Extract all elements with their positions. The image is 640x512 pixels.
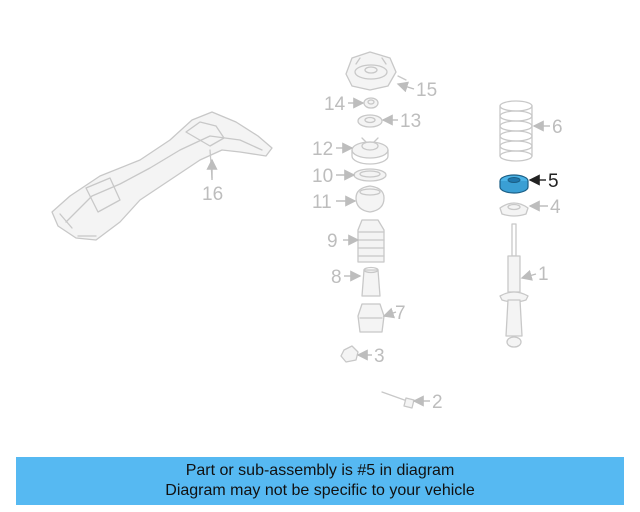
svg-text:10: 10 <box>312 166 333 187</box>
callout-10: 10 <box>312 166 356 187</box>
callout-11: 11 <box>312 192 357 213</box>
part-8-bump-stop <box>361 266 381 297</box>
svg-text:2: 2 <box>432 392 443 413</box>
svg-text:11: 11 <box>312 192 332 213</box>
part-12-bearing <box>351 137 389 165</box>
callout-4: 4 <box>528 197 561 218</box>
svg-text:12: 12 <box>312 139 333 160</box>
svg-text:4: 4 <box>550 197 561 218</box>
svg-text:6: 6 <box>552 117 563 138</box>
svg-text:1: 1 <box>538 264 549 285</box>
part-6-coil-spring <box>499 100 533 162</box>
part-11-insulator <box>355 185 385 213</box>
svg-text:9: 9 <box>327 231 338 252</box>
callout-5: 5 <box>528 171 559 192</box>
callout-16: 16 <box>202 158 223 205</box>
parts-diagram: 1 2 3 4 5 6 7 8 9 10 11 12 <box>51 51 563 413</box>
part-1-strut <box>499 223 529 348</box>
callout-9: 9 <box>327 231 360 252</box>
part-10-seat-ring <box>353 168 387 182</box>
banner-line-1: Part or sub-assembly is #5 in diagram <box>185 462 455 479</box>
callout-3: 3 <box>356 346 385 367</box>
callout-13: 13 <box>381 111 421 132</box>
part-13-washer <box>357 114 383 128</box>
callout-14: 14 <box>324 94 365 115</box>
part-3-nut <box>340 345 359 363</box>
svg-text:15: 15 <box>416 80 437 101</box>
svg-text:13: 13 <box>400 111 421 132</box>
callout-1: 1 <box>520 264 549 285</box>
callout-2: 2 <box>412 392 443 413</box>
part-7-bushing <box>357 303 385 333</box>
part-14-nut <box>363 97 379 109</box>
part-5-spring-seat-highlighted <box>499 174 529 194</box>
svg-text:3: 3 <box>374 346 385 367</box>
callout-15: 15 <box>396 80 437 101</box>
part-16-crossmember <box>51 111 273 241</box>
callout-6: 6 <box>532 117 563 138</box>
info-banner: Part or sub-assembly is #5 in diagram Di… <box>16 457 624 505</box>
svg-text:14: 14 <box>324 94 346 115</box>
callout-12: 12 <box>312 139 354 160</box>
svg-text:16: 16 <box>202 184 223 205</box>
part-4-lower-seat <box>499 202 529 217</box>
callout-8: 8 <box>331 267 362 288</box>
svg-text:7: 7 <box>395 303 406 324</box>
svg-text:8: 8 <box>331 267 342 288</box>
callout-7: 7 <box>382 303 406 324</box>
banner-line-2: Diagram may not be specific to your vehi… <box>165 482 475 499</box>
svg-text:5: 5 <box>548 171 559 192</box>
part-9-dust-boot <box>357 219 385 263</box>
part-2-bolt <box>381 391 415 409</box>
part-15-upper-mount <box>345 51 407 91</box>
